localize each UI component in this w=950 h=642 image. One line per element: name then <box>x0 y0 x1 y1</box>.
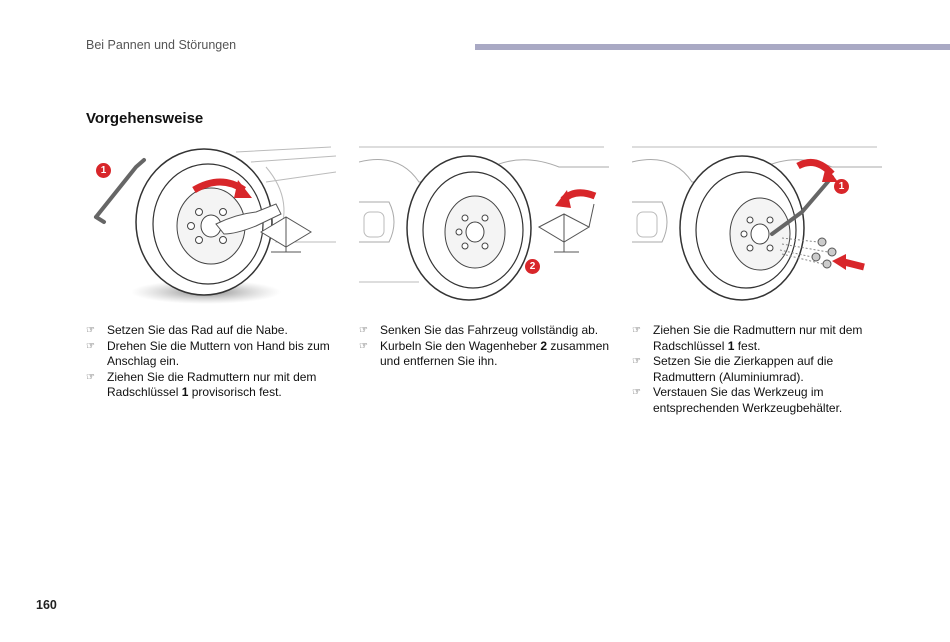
instructions-column-3: ☞Ziehen Sie die Radmuttern nur mit dem R… <box>632 323 872 417</box>
section-title: Vorgehensweise <box>86 110 204 127</box>
illustration-tighten-nuts <box>632 142 882 304</box>
page-number: 160 <box>36 598 57 612</box>
illustration-mount-wheel <box>86 142 336 304</box>
list-item: ☞Setzen Sie die Zierkappen auf die Radmu… <box>632 354 834 384</box>
pointing-hand-icon: ☞ <box>86 340 95 352</box>
list-item: ☞Setzen Sie das Rad auf die Nabe. <box>86 323 288 337</box>
instructions-column-2: ☞Senken Sie das Fahrzeug vollständig ab.… <box>359 323 614 370</box>
list-item: ☞Drehen Sie die Muttern von Hand bis zum… <box>86 338 330 369</box>
pointing-hand-icon: ☞ <box>359 325 368 336</box>
pointing-hand-icon: ☞ <box>632 387 641 399</box>
pointing-hand-icon: ☞ <box>86 325 95 336</box>
callout-marker: 1 <box>834 179 849 194</box>
list-item: ☞Ziehen Sie die Radmuttern nur mit dem R… <box>86 369 317 400</box>
header-bar <box>475 44 950 50</box>
instructions-column-1: ☞Setzen Sie das Rad auf die Nabe. ☞Drehe… <box>86 323 336 401</box>
pointing-hand-icon: ☞ <box>359 340 368 352</box>
callout-marker: 1 <box>96 163 111 178</box>
illustration-lower-vehicle <box>359 142 609 304</box>
pointing-hand-icon: ☞ <box>86 371 95 383</box>
list-item: ☞Senken Sie das Fahrzeug vollständig ab. <box>359 323 599 337</box>
list-item: ☞Kurbeln Sie den Wagenheber 2 zusammen u… <box>359 338 610 369</box>
list-item: ☞Verstauen Sie das Werkzeug im entsprech… <box>632 385 843 415</box>
pointing-hand-icon: ☞ <box>632 325 641 336</box>
list-item: ☞Ziehen Sie die Radmuttern nur mit dem R… <box>632 323 863 353</box>
pointing-hand-icon: ☞ <box>632 356 641 368</box>
callout-marker: 2 <box>525 259 540 274</box>
running-header: Bei Pannen und Störungen <box>86 38 237 52</box>
